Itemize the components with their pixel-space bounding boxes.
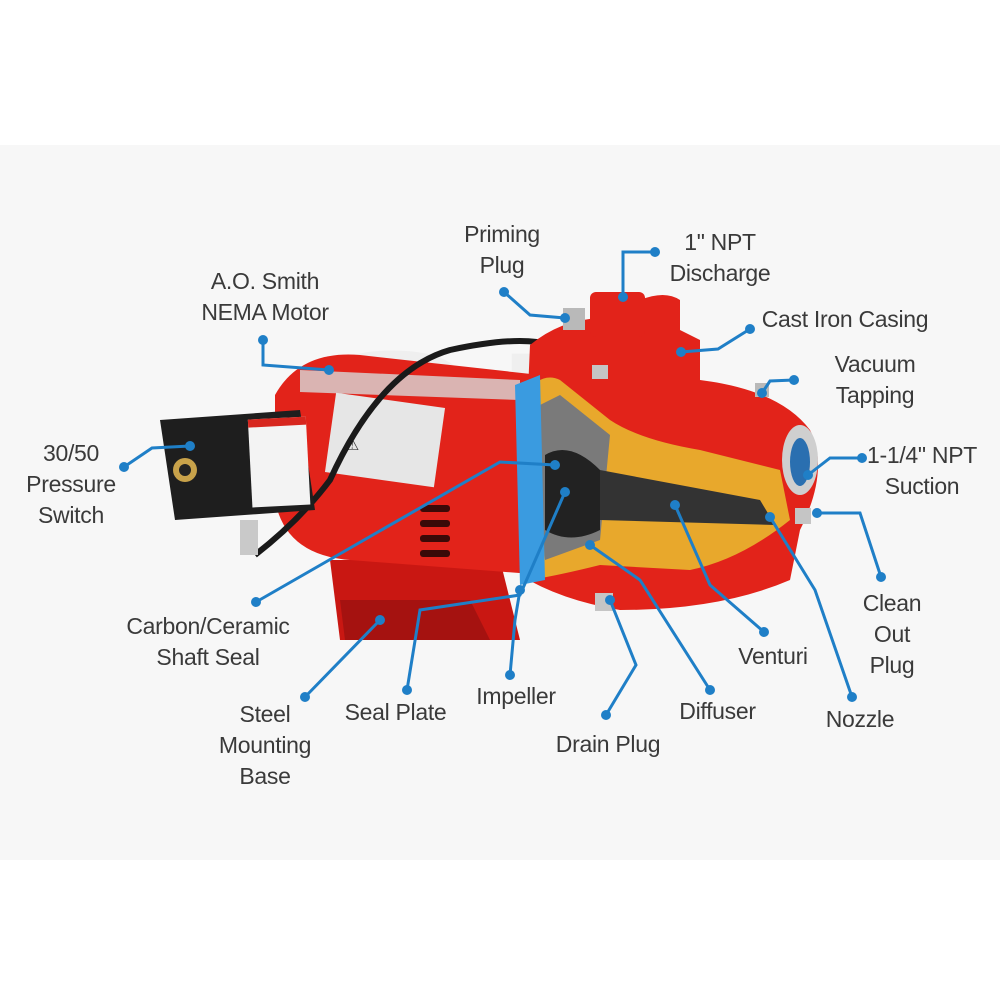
label-steel-base: Steel Mounting Base <box>218 701 312 789</box>
callout-dots <box>119 247 886 720</box>
label-cast-iron-casing: Cast Iron Casing <box>761 306 929 332</box>
seal-plate-shape <box>515 375 545 585</box>
callout-lines <box>123 250 883 716</box>
label-impeller: Impeller <box>476 683 556 709</box>
label-shaft-seal: Carbon/Ceramic Shaft Seal <box>126 613 290 670</box>
label-npt-suction: 1-1/4" NPT Suction <box>867 442 977 499</box>
label-motor: A.O. Smith NEMA Motor <box>201 268 329 325</box>
label-venturi: Venturi <box>738 643 808 669</box>
priming-plug-part <box>563 308 585 330</box>
label-pressure-switch: 30/50 Pressure Switch <box>26 440 116 528</box>
label-npt-discharge: 1" NPT Discharge <box>669 229 771 286</box>
label-nozzle: Nozzle <box>825 706 895 732</box>
label-clean-out-plug: Clean Out Plug <box>862 590 922 678</box>
impeller-shape <box>545 450 600 538</box>
label-seal-plate: Seal Plate <box>344 699 447 725</box>
label-drain-plug: Drain Plug <box>555 731 661 757</box>
label-diffuser: Diffuser <box>679 698 756 724</box>
motor-label-plate <box>324 392 446 488</box>
venturi-shape <box>600 470 775 525</box>
label-priming-plug: Priming Plug <box>464 221 540 278</box>
discharge-port <box>590 292 645 337</box>
label-vacuum-tapping: Vacuum Tapping <box>834 351 916 408</box>
